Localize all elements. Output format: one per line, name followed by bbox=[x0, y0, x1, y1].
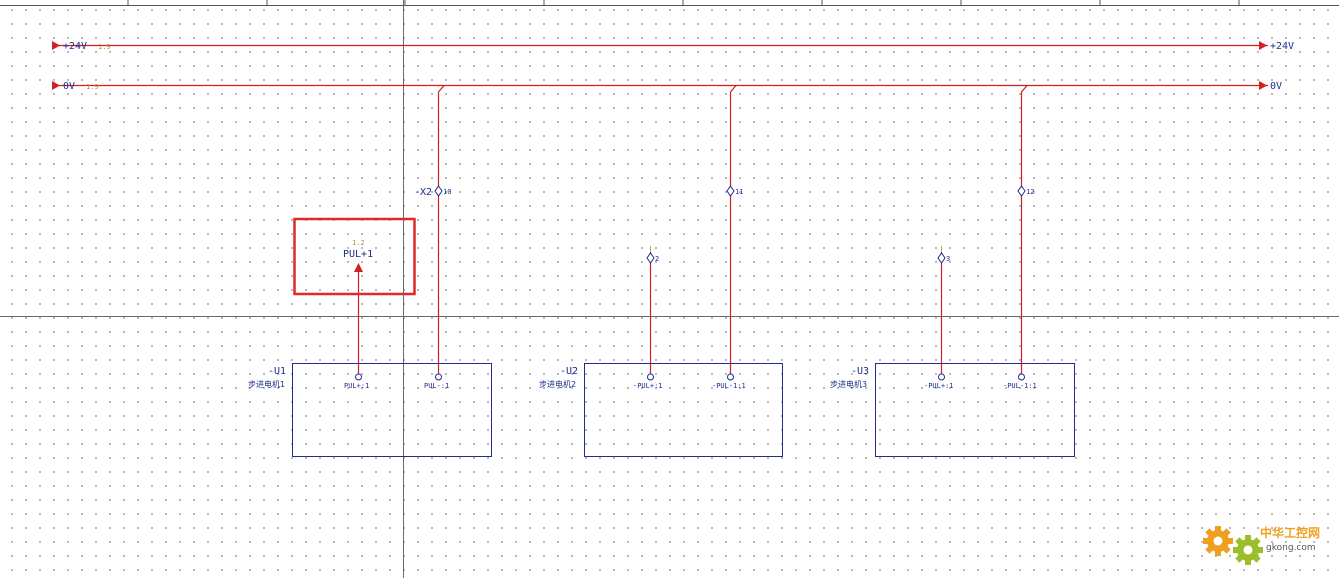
rail-zero-v-arrow-right bbox=[1259, 81, 1267, 90]
device-u2-pin-a-label: -PUL+:1 bbox=[633, 382, 663, 390]
device-u1-tag: -U1 bbox=[268, 366, 286, 377]
rail-plus24v-arrow-right bbox=[1259, 41, 1267, 50]
device-u1-box bbox=[292, 363, 492, 457]
device-u3[interactable]: -U3 步进电机3 -PUL+:1 -PUL-1:1 bbox=[830, 363, 1075, 457]
potential-arrow-up bbox=[354, 263, 363, 272]
highlight-box bbox=[293, 217, 416, 296]
small-terminal-2[interactable] bbox=[646, 252, 655, 264]
device-u3-pin-b-label: -PUL-1:1 bbox=[1003, 382, 1037, 390]
rail-zero-v-label-right: 0V bbox=[1270, 81, 1282, 92]
device-u1-desc: 步进电机1 bbox=[248, 379, 285, 389]
title-frame bbox=[0, 0, 1339, 6]
device-u1-pin-b-label: PUL-:1 bbox=[424, 382, 449, 390]
watermark-url: gkong.com bbox=[1266, 543, 1316, 553]
rail-plus24v-label-left: +24V bbox=[63, 41, 87, 52]
small-terminal-3-number: 3 bbox=[946, 255, 950, 263]
potential-label: PUL+1 bbox=[343, 249, 373, 260]
device-u1-pin-b[interactable] bbox=[435, 373, 442, 381]
terminal-10-number: 10 bbox=[443, 188, 451, 196]
rail-plus24v[interactable]: +24V 1.9 +24V bbox=[52, 41, 1294, 52]
rail-plus24v-label-right: +24V bbox=[1270, 41, 1294, 52]
device-u3-pin-a-label: -PUL+:1 bbox=[924, 382, 954, 390]
rail-plus24v-xref: 1.9 bbox=[98, 43, 111, 51]
rail-plus24v-arrow-left bbox=[52, 41, 60, 50]
device-u1-pin-a-label: PUL+:1 bbox=[344, 382, 369, 390]
device-u3-desc: 步进电机3 bbox=[830, 379, 867, 389]
device-u2-pin-b[interactable] bbox=[727, 373, 734, 381]
device-u2-pin-b-label: -PUL-1:1 bbox=[712, 382, 746, 390]
device-u3-pin-a[interactable] bbox=[938, 373, 945, 381]
device-u3-pin-b[interactable] bbox=[1018, 373, 1025, 381]
wire-drop-3[interactable] bbox=[1020, 85, 1028, 377]
device-u3-box bbox=[875, 363, 1075, 457]
gear-icon bbox=[1203, 526, 1233, 556]
terminal-11-number: 11 bbox=[735, 188, 743, 196]
device-u1-pin-a[interactable] bbox=[355, 373, 362, 381]
terminal-strip-tag[interactable]: -X2 bbox=[414, 187, 432, 198]
rail-zero-v-arrow-left bbox=[52, 81, 60, 90]
device-u2-tag: -U2 bbox=[560, 366, 578, 377]
rail-zero-v[interactable]: 0V 1.9 0V bbox=[52, 81, 1282, 92]
terminal-11[interactable]: 11 bbox=[726, 185, 743, 197]
device-u2-pin-a[interactable] bbox=[647, 373, 654, 381]
device-u3-tag: -U3 bbox=[851, 366, 869, 377]
device-u2-box bbox=[584, 363, 783, 457]
rail-zero-v-label-left: 0V bbox=[63, 81, 75, 92]
terminal-12[interactable]: 12 bbox=[1017, 185, 1034, 197]
wire-drop-2[interactable] bbox=[729, 85, 737, 377]
terminal-12-number: 12 bbox=[1026, 188, 1034, 196]
wire-pul-plus-2[interactable]: 2 bbox=[646, 246, 659, 376]
wire-drop-1[interactable] bbox=[437, 85, 445, 377]
watermark-cn: 中华工控网 bbox=[1260, 525, 1320, 540]
device-u1[interactable]: -U1 步进电机1 PUL+:1 PUL-:1 bbox=[248, 363, 492, 457]
device-u2[interactable]: -U2 步进电机2 -PUL+:1 -PUL-1:1 bbox=[539, 363, 783, 457]
small-terminal-2-number: 2 bbox=[655, 255, 659, 263]
rail-zero-v-xref: 1.9 bbox=[86, 83, 99, 91]
gear-icon-small bbox=[1233, 535, 1263, 565]
wire-pul-plus-3[interactable]: 3 bbox=[937, 246, 950, 376]
device-u2-desc: 步进电机2 bbox=[539, 379, 576, 389]
terminal-10[interactable]: 10 bbox=[434, 185, 451, 197]
small-terminal-3[interactable] bbox=[937, 252, 946, 264]
watermark: 中华工控网 gkong.com bbox=[1203, 525, 1320, 565]
potential-xref: 1.2 bbox=[352, 239, 365, 247]
potential-reference[interactable]: 1.2 PUL+1 bbox=[343, 239, 373, 376]
